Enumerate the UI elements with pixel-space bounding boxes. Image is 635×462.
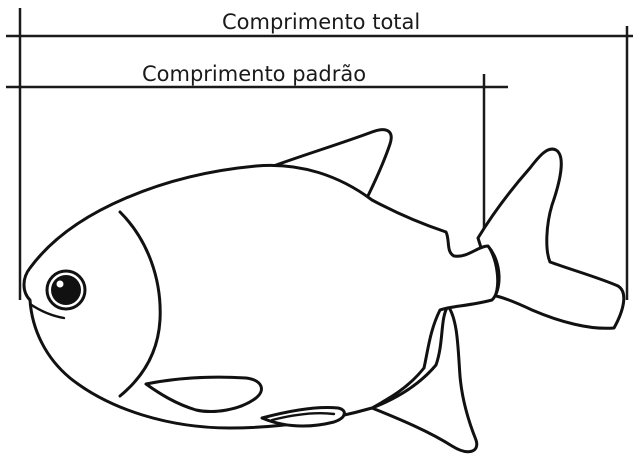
eye-icon [47,271,85,309]
eye-pupil [51,275,81,305]
eye-highlight [57,281,64,288]
caudal-fin [478,149,624,328]
total-length-label: Comprimento total [222,10,420,34]
fish-illustration [24,130,624,452]
standard-length-label: Comprimento padrão [142,62,366,86]
